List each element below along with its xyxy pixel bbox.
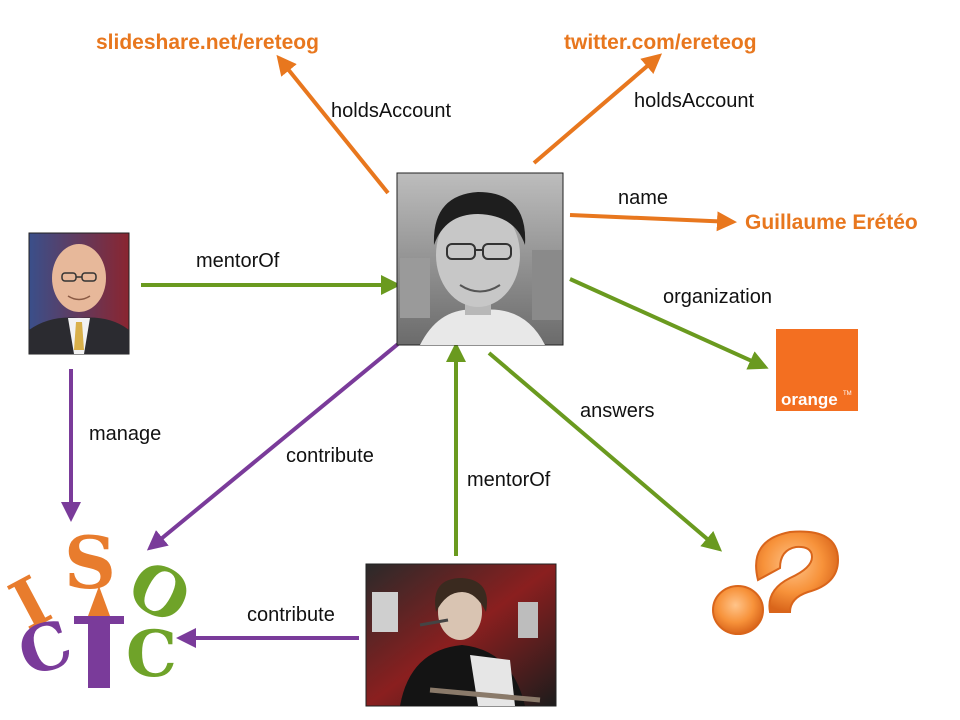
label-holds-account-2: holdsAccount	[634, 90, 755, 112]
label-contribute-1: contribute	[286, 445, 374, 467]
label-contribute-2: contribute	[247, 604, 335, 626]
bottom-person-photo	[365, 563, 557, 707]
orange-logo-tm: TM	[843, 391, 852, 397]
label-answers: answers	[580, 400, 654, 422]
label-manage: manage	[89, 423, 161, 445]
sioc-letter-c-right: C	[126, 617, 177, 692]
edge-name	[569, 211, 737, 232]
orange-logo-icon: orange TM	[776, 329, 858, 411]
edge-holds-account-slideshare	[276, 54, 390, 195]
label-name: name	[618, 187, 668, 209]
question-mark-icon	[712, 530, 840, 635]
edge-holds-account-twitter	[532, 53, 663, 165]
node-name-value: Guillaume Erétéo	[745, 211, 918, 234]
label-organization: organization	[663, 286, 772, 308]
sioc-logo-icon: S I O C C	[0, 520, 203, 692]
label-holds-account-1: holdsAccount	[331, 100, 452, 122]
orange-logo-text: orange	[781, 390, 838, 409]
label-mentor-of-2: mentorOf	[467, 469, 551, 491]
left-person-photo	[28, 232, 130, 355]
label-mentor-of-1: mentorOf	[196, 250, 280, 272]
edge-contribute-center	[146, 342, 400, 551]
edge-answers	[487, 351, 723, 552]
node-twitter[interactable]: twitter.com/ereteog	[564, 31, 757, 54]
sioc-letter-c-left: C	[10, 605, 82, 692]
edge-organization	[569, 277, 769, 370]
center-person-photo	[396, 172, 564, 346]
node-slideshare[interactable]: slideshare.net/ereteog	[96, 31, 319, 54]
sioc-letter-s: S	[64, 520, 116, 605]
